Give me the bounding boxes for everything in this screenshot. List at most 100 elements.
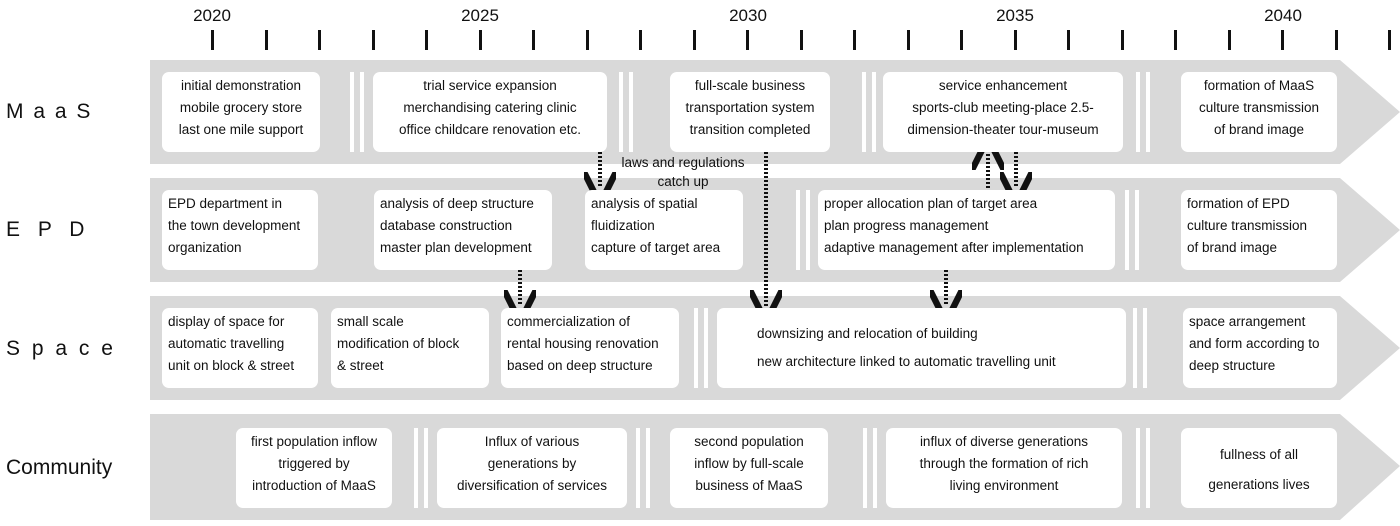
box-line: generations by [487,456,577,471]
box-line: business of MaaS [695,478,803,493]
community-box-fullness: fullness of all generations lives [1181,428,1337,508]
maas-box-culture-formation: formation of MaaS culture transmission o… [1181,72,1337,152]
box-line: small scale [337,314,404,329]
epd-box-department: EPD department in the town development o… [162,190,318,270]
box-line: new architecture linked to automatic tra… [757,354,1056,369]
year-tick [425,30,428,50]
year-tick [853,30,856,50]
year-tick [1227,30,1231,50]
box-line: diversification of services [456,478,608,493]
row-label-community: Community [6,456,113,479]
box-line: office childcare renovation etc. [398,122,582,137]
community-box-diverse-generations: influx of diverse generations through th… [886,428,1122,508]
year-tick [532,30,535,50]
row-label-space: S p a c e [6,337,116,360]
box-line: initial demonstration [180,78,302,93]
year-tick [799,30,803,50]
space-box-small-scale-modification: small scale modification of block & stre… [331,308,489,388]
box-line: influx of diverse generations [919,434,1089,449]
epd-box-allocation-plan: proper allocation plan of target area pl… [818,190,1115,270]
year-tick [318,30,321,50]
box-line: capture of target area [591,240,721,255]
box-line: mobile grocery store [179,100,303,115]
box-line: rental housing renovation [507,336,659,351]
year-label: 2040 [1264,6,1302,25]
box-line: deep structure [1189,358,1276,373]
year-tick [211,30,214,50]
box-line: the town development [168,218,301,233]
year-tick [639,30,642,50]
maas-box-initial-demonstration: initial demonstration mobile grocery sto… [162,72,320,152]
space-box-downsizing-relocation: downsizing and relocation of building ne… [717,308,1126,388]
box-line: triggered by [278,456,350,471]
box-line: database construction [380,218,513,233]
box-line: unit on block & street [168,358,295,373]
space-box-space-arrangement: space arrangement and form according to … [1183,308,1337,388]
epd-box-culture-formation: formation of EPD culture transmission of… [1181,190,1337,270]
box-line: generations lives [1208,477,1310,492]
epd-box-deep-structure-analysis: analysis of deep structure database cons… [374,190,552,270]
dotted-arrows [520,148,1016,306]
year-tick [1388,30,1391,50]
year-tick [1174,30,1177,50]
maas-box-service-enhancement: service enhancement sports-club meeting-… [883,72,1123,152]
year-label: 2035 [996,6,1034,25]
year-label: 2020 [193,6,231,25]
year-tick [906,30,910,50]
box-line: first population inflow [250,434,378,449]
year-tick [1334,30,1338,50]
box-line: Influx of various [484,434,580,449]
year-tick [585,30,589,50]
box-line: EPD department in [168,196,283,211]
year-tick [1120,30,1124,50]
note-line: catch up [657,174,709,189]
box-line: downsizing and relocation of building [757,326,978,341]
box-line: trial service expansion [423,78,557,93]
year-tick [1281,30,1284,50]
box-line: living environment [949,478,1059,493]
box-line: adaptive management after implementation [824,240,1084,255]
box-line: formation of MaaS [1203,78,1315,93]
box-line: merchandising catering clinic [403,100,577,115]
box-line: plan progress management [824,218,989,233]
community-box-second-inflow: second population inflow by full-scale b… [670,428,828,508]
community-box-first-inflow: first population inflow triggered by int… [236,428,392,508]
box-line: transportation system [685,100,815,115]
laws-regulations-note: laws and regulations catch up [610,153,756,191]
year-tick [264,30,268,50]
space-box-commercialization: commercialization of rental housing reno… [501,308,679,388]
box-line: space arrangement [1189,314,1306,329]
box-line: introduction of MaaS [252,478,376,493]
box-line: last one mile support [178,122,304,137]
epd-box-spatial-fluidization: analysis of spatial fluidization capture… [585,190,743,270]
box-line: fullness of all [1219,447,1299,462]
box-line: organization [168,240,242,255]
box-line: analysis of spatial [591,196,698,211]
box-line: formation of EPD [1187,196,1290,211]
note-line: laws and regulations [621,155,745,170]
box-line: display of space for [168,314,285,329]
box-line: & street [337,358,384,373]
box-line: inflow by full-scale [694,456,804,471]
year-tick [1067,30,1070,50]
box-line: proper allocation plan of target area [824,196,1038,211]
box-line: service enhancement [938,78,1068,93]
box-line: through the formation of rich [919,456,1089,471]
box-line: of brand image [1187,240,1278,255]
year-label: 2025 [461,6,499,25]
space-box-display-of-space: display of space for automatic travellin… [162,308,318,388]
box-line: transition completed [689,122,811,137]
row-label-epd: E P D [6,218,91,241]
year-tick [478,30,482,50]
year-label: 2030 [729,6,767,25]
box-line: based on deep structure [507,358,653,373]
box-line: dimension-theater tour-museum [907,122,1099,137]
year-tick [746,30,749,50]
row-label-maas: M a a S [6,100,93,123]
box-line: of brand image [1213,122,1305,137]
box-line: fluidization [591,218,655,233]
box-line: and form according to [1189,336,1320,351]
box-line: master plan development [380,240,532,255]
box-line: analysis of deep structure [380,196,534,211]
box-line: commercialization of [507,314,631,329]
